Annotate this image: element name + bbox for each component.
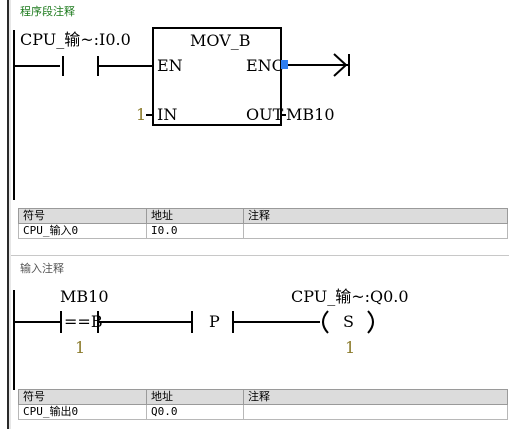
out-wire xyxy=(282,114,286,116)
table-row[interactable]: CPU_输入0 I0.0 xyxy=(18,223,508,239)
cell-comment[interactable] xyxy=(243,404,508,420)
power-rail-2 xyxy=(13,290,15,390)
eno-wire xyxy=(288,64,348,66)
cell-comment[interactable] xyxy=(243,223,508,239)
compare-op: ==B xyxy=(64,312,103,331)
left-rail xyxy=(0,0,9,429)
in-wire xyxy=(146,114,152,116)
compare-right-bar xyxy=(97,311,99,333)
contact-left-bar xyxy=(62,56,64,76)
wire xyxy=(99,321,191,323)
block-name: MOV_B xyxy=(190,31,251,50)
coil-value[interactable]: 1 xyxy=(345,338,356,357)
edge-label: P xyxy=(209,312,220,331)
left-rail-shadow xyxy=(9,0,11,429)
wire xyxy=(15,65,60,67)
in-value[interactable]: 1 xyxy=(136,105,147,124)
eno-marker[interactable] xyxy=(281,60,288,69)
network-1-title[interactable]: 程序段注释 xyxy=(20,5,75,18)
symbol-table-2: 符号 地址 注释 CPU_输出0 Q0.0 xyxy=(18,389,508,420)
header-symbol: 符号 xyxy=(18,389,147,405)
compare-value[interactable]: 1 xyxy=(75,338,86,357)
pin-in: IN xyxy=(157,105,178,124)
symbol-table-1: 符号 地址 注释 CPU_输入0 I0.0 xyxy=(18,208,508,239)
header-comment: 注释 xyxy=(243,208,508,224)
contact-label[interactable]: CPU_输~:I0.0 xyxy=(20,30,131,49)
cell-address[interactable]: I0.0 xyxy=(146,223,244,239)
header-address: 地址 xyxy=(146,389,244,405)
cell-symbol[interactable]: CPU_输出0 xyxy=(18,404,147,420)
arrow-bar xyxy=(348,54,350,76)
coil-op: S xyxy=(343,312,354,331)
network-2-title[interactable]: 输入注释 xyxy=(20,262,64,275)
pin-en: EN xyxy=(157,56,183,75)
header-symbol: 符号 xyxy=(18,208,147,224)
cell-address[interactable]: Q0.0 xyxy=(146,404,244,420)
header-comment: 注释 xyxy=(243,389,508,405)
mov-b-block[interactable] xyxy=(152,27,282,126)
cell-symbol[interactable]: CPU_输入0 xyxy=(18,223,147,239)
out-value[interactable]: MB10 xyxy=(286,105,335,124)
table-row[interactable]: CPU_输出0 Q0.0 xyxy=(18,404,508,420)
pin-eno: ENO xyxy=(246,56,285,75)
power-rail-1 xyxy=(13,30,15,200)
edge-left-bar xyxy=(191,311,193,333)
compare-left-bar xyxy=(60,311,62,333)
wire xyxy=(234,321,320,323)
network-separator xyxy=(11,255,509,256)
contact-right-bar xyxy=(97,56,99,76)
pin-out: OUT xyxy=(246,105,284,124)
wire xyxy=(99,65,154,67)
wire xyxy=(15,321,60,323)
coil-label[interactable]: CPU_输~:Q0.0 xyxy=(291,287,409,306)
edge-right-bar xyxy=(232,311,234,333)
compare-label[interactable]: MB10 xyxy=(60,287,109,306)
